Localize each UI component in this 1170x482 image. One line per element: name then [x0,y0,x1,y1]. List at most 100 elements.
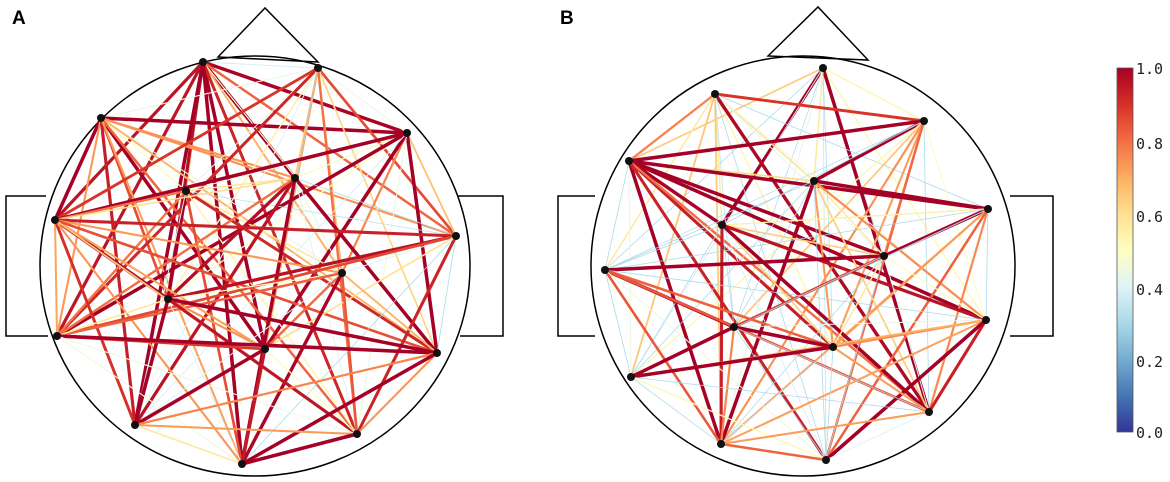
electrode-node [718,221,726,229]
connection-edge [133,423,359,436]
connection-edge [240,432,359,466]
connection-edge [604,180,815,271]
connection-edge [813,180,827,461]
colorbar-gradient [1116,67,1134,433]
connection-edge [53,116,103,222]
electrode-node [53,332,61,340]
electrode-node [403,129,411,137]
connection-edge [630,376,827,461]
connection-edge [167,298,243,465]
connection-edge [630,376,722,445]
connection-edge [720,66,825,227]
electrode-node [829,343,837,351]
electrode-node [51,216,59,224]
connection-edge [406,132,457,237]
electrode-nodes-a [51,58,460,468]
panel-b: B [557,5,1054,477]
electrode-node [730,323,738,331]
connection-edge [733,180,815,328]
connection-edge [100,117,343,274]
electrode-node [810,177,818,185]
connection-edge [55,334,439,355]
connection-edge [985,208,989,321]
connection-edge [166,189,188,301]
connection-edge [720,67,824,445]
connection-edge [627,119,926,163]
connection-edge [733,67,824,328]
connection-edge [733,326,827,461]
panel-label-a: A [12,8,26,29]
electrode-node [314,64,322,72]
connection-edge [832,255,885,348]
connection-edge [55,176,297,338]
connection-edge [812,119,926,183]
head-ear-right-b [1010,195,1054,337]
connection-edge [55,189,188,338]
connection-edge [55,131,409,338]
connection-edge [53,218,458,238]
connection-edge [53,66,320,222]
electrode-node [338,269,346,277]
connection-edge [240,271,344,466]
connectivity-edges-a [53,60,458,466]
connection-edge [719,410,931,446]
head-outline-a [39,55,471,477]
connection-edge [99,116,409,135]
connection-edge [714,93,834,348]
electrode-node [717,440,725,448]
connection-edge [713,92,926,123]
head-outline-b [590,55,1016,477]
connection-edge [627,92,717,163]
electrode-nodes-b [601,64,992,464]
connection-edge [603,268,723,446]
electrode-node [819,64,827,72]
connection-edge [201,60,244,466]
head-nose-b [766,5,870,61]
connection-edge [263,131,409,351]
connection-edge [627,159,886,258]
connection-edge [240,351,439,466]
connection-edge [831,345,931,414]
colorbar-tick-0-4: 0.4 [1136,281,1163,299]
connection-edge [201,60,458,238]
connection-edge [627,159,724,227]
connection-edge [627,159,835,349]
connection-edge [719,325,736,446]
connection-edge [53,60,205,222]
connection-edge [719,207,990,446]
connection-edge [813,180,930,413]
connection-edge [317,67,408,134]
connection-edge [53,218,137,427]
electrode-node [880,252,888,260]
connection-edge [202,61,319,69]
connection-edge [100,117,438,354]
connection-edge [733,319,987,328]
connection-edge [719,119,926,446]
connection-edge [100,67,319,119]
connection-edge [100,117,187,192]
connection-edge [99,116,267,351]
connection-edge [54,177,296,221]
connection-edge [824,318,988,462]
electrode-node [433,349,441,357]
electrode-node [261,345,269,353]
colorbar-tick-0-2: 0.2 [1136,353,1163,371]
connection-edge [629,345,835,379]
connection-edge [316,66,458,238]
connection-edge [604,269,632,378]
connection-edge [923,120,987,321]
connection-edge [825,255,885,461]
connection-edge [166,297,267,351]
connection-edge [201,60,267,351]
connection-edge [629,325,736,379]
connection-edge [720,346,834,445]
connection-edge [719,318,988,446]
connection-edge [294,132,408,179]
connection-edge [714,93,827,461]
electrode-node [984,205,992,213]
connection-edge [263,271,344,351]
connection-edge [720,223,988,322]
head-ear-right-a [458,195,504,337]
connection-edge [240,347,267,466]
head-ear-left-b [557,195,595,337]
